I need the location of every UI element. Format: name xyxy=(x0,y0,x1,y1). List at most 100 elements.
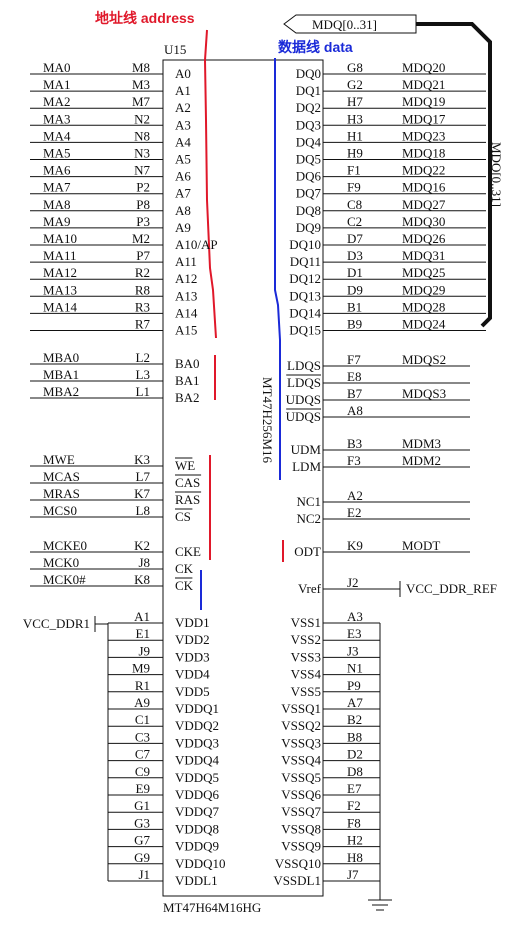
vdd-pin-name: VDDQ8 xyxy=(175,821,219,836)
right-pin-name: DQ6 xyxy=(296,169,322,184)
right-pin-name: NC1 xyxy=(296,494,321,509)
left-pin-name: RAS xyxy=(175,492,200,507)
left-pin-name: A0 xyxy=(175,66,191,81)
left-pin-net: MCK0 xyxy=(43,555,79,570)
right-pin-number: G2 xyxy=(347,77,363,92)
right-pin-name: DQ4 xyxy=(296,134,322,149)
right-pin-number: F9 xyxy=(347,180,361,195)
vdd-pin-name: VDD5 xyxy=(175,684,210,699)
vdd-pin-number: G9 xyxy=(134,850,150,865)
left-pin-name: A13 xyxy=(175,288,197,303)
left-pin-number: R8 xyxy=(135,282,150,297)
left-pin-net: MA9 xyxy=(43,214,70,229)
chip-center-label: MT47H256M16 xyxy=(260,377,275,463)
address-highlight-line xyxy=(203,29,217,339)
right-pin-number: A2 xyxy=(347,488,363,503)
right-pin-net: MDQ19 xyxy=(402,94,445,109)
left-pin-number: K7 xyxy=(134,486,150,501)
left-pin-net: MA5 xyxy=(43,146,70,161)
left-pin-name: A7 xyxy=(175,186,191,201)
left-pin-net: MBA1 xyxy=(43,367,79,382)
bus-line xyxy=(416,22,492,328)
right-pin-name: DQ1 xyxy=(296,83,321,98)
left-pin-name: CS xyxy=(175,509,191,524)
left-pin-number: N3 xyxy=(134,146,150,161)
left-pin-name: BA1 xyxy=(175,373,200,388)
right-pin-name: UDQS xyxy=(286,392,321,407)
left-pin-name: BA2 xyxy=(175,390,200,405)
vdd-pin-number: J9 xyxy=(138,643,150,658)
right-pin-name: DQ12 xyxy=(289,271,321,286)
vdd-pin-number: J1 xyxy=(138,867,150,882)
right-pin-name: LDQS xyxy=(287,375,321,390)
left-pin-name: A5 xyxy=(175,152,191,167)
right-pin-net: MDQ23 xyxy=(402,128,445,143)
right-pin-number: B9 xyxy=(347,317,362,332)
chip-bottom-label: MT47H64M16HG xyxy=(163,900,261,915)
vss-pin-number: E7 xyxy=(347,781,362,796)
data-annotation: 数据线 data xyxy=(278,39,353,55)
right-pin-name: Vref xyxy=(298,581,322,596)
right-pin-number: B1 xyxy=(347,299,362,314)
right-pin-number: A8 xyxy=(347,403,363,418)
right-pin-number: F1 xyxy=(347,163,361,178)
vss-pin-name: VSSQ5 xyxy=(281,770,321,785)
vss-pin-number: P9 xyxy=(347,678,361,693)
vss-pin-number: F2 xyxy=(347,798,361,813)
left-pin-net: MA14 xyxy=(43,299,77,314)
chip-body xyxy=(162,59,324,897)
vss-pin-number: D2 xyxy=(347,747,363,762)
right-pin-net: MDM2 xyxy=(402,453,441,468)
vdd-pin-number: A9 xyxy=(134,695,150,710)
vss-pin-name: VSS1 xyxy=(291,615,321,630)
address-annotation: 地址线 address xyxy=(95,10,195,26)
right-pin-name: DQ9 xyxy=(296,220,321,235)
right-pin-net: MDQ22 xyxy=(402,163,445,178)
right-pin-name: DQ7 xyxy=(296,186,322,201)
vss-pin-number: J7 xyxy=(347,867,359,882)
left-pin-name: A15 xyxy=(175,323,197,338)
vdd-pin-number: C3 xyxy=(135,729,150,744)
vss-pin-name: VSSQ6 xyxy=(281,787,321,802)
left-pin-net: MA4 xyxy=(43,128,71,143)
left-pin-net: MRAS xyxy=(43,486,80,501)
left-pin-net: MCS0 xyxy=(43,503,77,518)
vdd-pin-number: C9 xyxy=(135,764,150,779)
vss-pin-name: VSSQ9 xyxy=(281,839,321,854)
left-pin-number: M2 xyxy=(132,231,150,246)
left-pin-number: L1 xyxy=(136,384,150,399)
data-highlight-line xyxy=(274,58,281,480)
right-pin-net: MODT xyxy=(402,538,440,553)
vdd-pin-name: VDD4 xyxy=(175,667,210,682)
right-pin-name: DQ5 xyxy=(296,152,321,167)
right-pin-net: MDQ17 xyxy=(402,111,446,126)
left-pin-net: MA6 xyxy=(43,163,71,178)
right-pin-net: MDQ18 xyxy=(402,146,445,161)
left-pin-number: L7 xyxy=(136,469,151,484)
vdd-pin-name: VDDQ6 xyxy=(175,787,220,802)
right-pin-name: UDQS xyxy=(286,409,321,424)
vdd-pin-number: G7 xyxy=(134,833,150,848)
vss-pin-number: A3 xyxy=(347,609,363,624)
right-pin-net: MDQ31 xyxy=(402,248,445,263)
vdd-pin-name: VDDL1 xyxy=(175,873,218,888)
vdd-pin-name: VDDQ4 xyxy=(175,753,220,768)
right-pin-number: H7 xyxy=(347,94,363,109)
left-pin-number: N7 xyxy=(134,163,150,178)
vdd-pin-number: E1 xyxy=(136,626,150,641)
right-pin-net: MDQ24 xyxy=(402,317,446,332)
left-pin-number: P3 xyxy=(136,214,150,229)
left-pin-number: M3 xyxy=(132,77,150,92)
right-pin-number: D3 xyxy=(347,248,363,263)
right-pin-net: MDQ21 xyxy=(402,77,445,92)
vss-pin-number: A7 xyxy=(347,695,363,710)
right-pin-net: VCC_DDR_REF xyxy=(406,581,497,596)
left-pin-name: A1 xyxy=(175,83,191,98)
left-pin-net: MA7 xyxy=(43,180,71,195)
right-pin-name: DQ14 xyxy=(289,305,321,320)
right-pin-number: C8 xyxy=(347,197,362,212)
left-pin-number: K2 xyxy=(134,538,150,553)
right-pin-number: E8 xyxy=(347,369,361,384)
vss-pin-number: N1 xyxy=(347,661,363,676)
right-pin-name: DQ3 xyxy=(296,117,321,132)
